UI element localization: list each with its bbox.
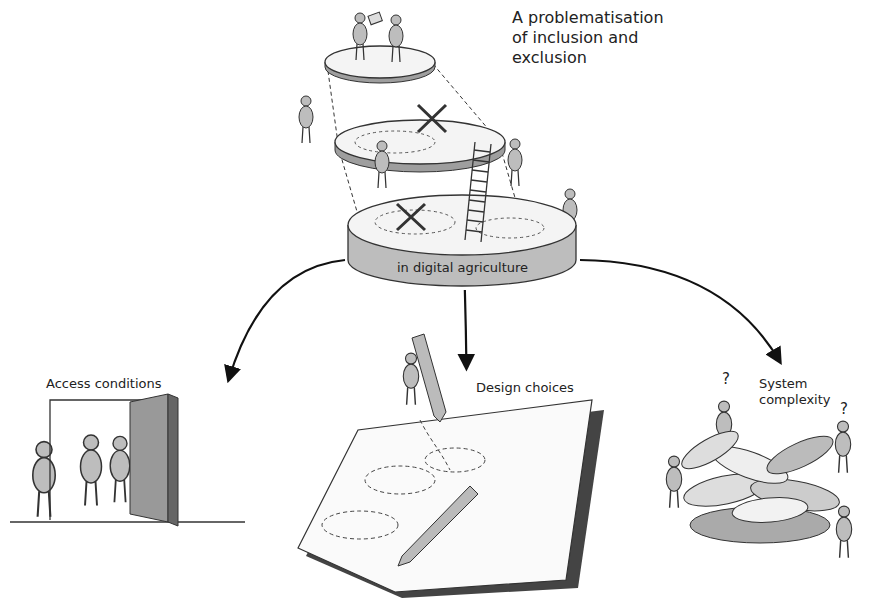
question-mark: ? (840, 400, 848, 418)
paper-scene (298, 334, 604, 598)
curved-arrow (580, 260, 780, 362)
band-label: in digital agriculture (345, 260, 580, 276)
scene-heading: Design choices (476, 380, 596, 396)
door-scene (10, 394, 245, 526)
curved-arrow (229, 260, 345, 380)
plate-pile (677, 424, 842, 543)
scene-node: Design choices (280, 368, 610, 593)
platform-node: in digital agriculture (345, 190, 580, 290)
scene-node: Access conditions (10, 380, 245, 525)
scene-heading: Access conditions (46, 376, 196, 392)
question-mark: ? (722, 370, 730, 388)
scene-node: System complexity (655, 362, 860, 567)
curved-arrow (465, 290, 467, 368)
scene-heading: System complexity (759, 376, 851, 407)
diagram-title: A problematisation of inclusion and excl… (512, 8, 677, 68)
